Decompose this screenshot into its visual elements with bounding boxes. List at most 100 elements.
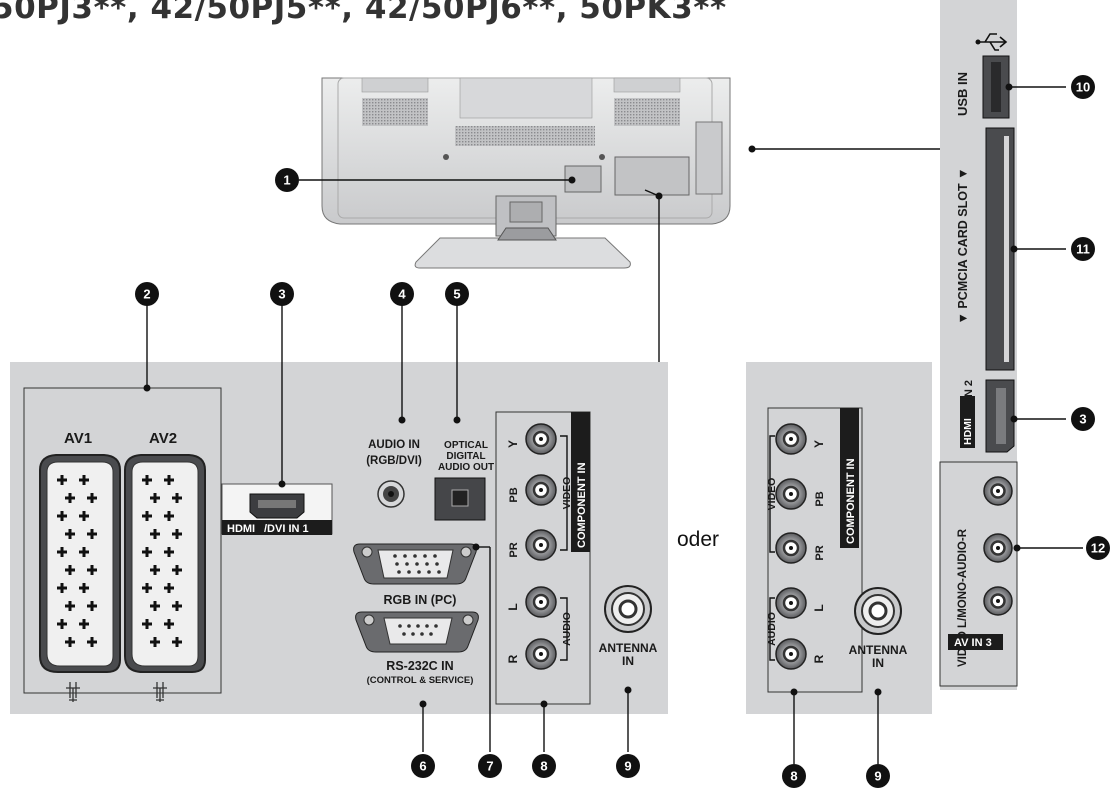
av-in3-video-jack[interactable] xyxy=(983,586,1013,616)
audio-in-label: AUDIO IN xyxy=(368,439,420,451)
scart-pin xyxy=(65,637,75,647)
hdmi-1-port[interactable] xyxy=(249,493,305,519)
callout-badge xyxy=(782,764,806,788)
alt-y-jack[interactable] xyxy=(775,423,807,455)
alt-audio-r-jack[interactable] xyxy=(775,638,807,670)
callout-badge xyxy=(270,282,294,306)
alt-audio-l-jack[interactable] xyxy=(775,587,807,619)
callout-number: 6 xyxy=(419,759,426,774)
hdmi-logo: HDMI xyxy=(227,523,255,535)
pcmcia-label: ▼ PCMCIA CARD SLOT ▼ xyxy=(956,168,970,325)
callout-badge xyxy=(1071,75,1095,99)
component-audio-r-jack[interactable] xyxy=(525,638,557,670)
callout-number: 7 xyxy=(486,759,493,774)
av-in3-jacks[interactable] xyxy=(983,476,1013,616)
rs232c-in-port[interactable] xyxy=(355,611,479,653)
usb-in-port[interactable] xyxy=(982,55,1010,119)
dsub-pin xyxy=(425,624,429,628)
alt-component-in-label: COMPONENT IN xyxy=(845,458,857,544)
dsub-pin xyxy=(417,570,421,574)
av1-label: AV1 xyxy=(64,430,92,447)
callout-badge xyxy=(135,282,159,306)
rs232c-pins xyxy=(398,624,438,636)
alt-pr-label: PR xyxy=(814,545,826,560)
alt-y-label: Y xyxy=(812,440,826,448)
scart-pin xyxy=(87,529,97,539)
rgb-in-label: RGB IN (PC) xyxy=(384,593,457,607)
alt-video-label: VIDEO xyxy=(766,478,778,511)
scart-pin xyxy=(79,547,89,557)
dsub-pin xyxy=(407,624,411,628)
rgb-in-pc-port[interactable] xyxy=(353,543,477,585)
scart-av1-pins xyxy=(57,475,97,647)
dsub-pin xyxy=(411,632,415,636)
audio-bracket-label: AUDIO xyxy=(561,612,573,646)
pcmcia-card-slot[interactable] xyxy=(985,127,1015,371)
antenna-in-port[interactable] xyxy=(604,585,652,633)
callout-badge xyxy=(390,282,414,306)
component-pb-label: PB xyxy=(508,487,520,502)
alt-pr-jack[interactable] xyxy=(775,532,807,564)
scart-pin xyxy=(57,583,67,593)
callout-number: 5 xyxy=(453,287,460,302)
dsub-pin xyxy=(434,624,438,628)
callout-number: 3 xyxy=(1079,412,1086,427)
scart-pin xyxy=(142,475,152,485)
component-pr-jack[interactable] xyxy=(525,529,557,561)
ground-icon xyxy=(66,682,167,702)
component-pb-jack[interactable] xyxy=(525,474,557,506)
dsub-pin xyxy=(415,562,419,566)
callout-badge xyxy=(1086,536,1110,560)
callout-badge xyxy=(532,754,556,778)
antenna-label: ANTENNA xyxy=(599,641,658,655)
component-jacks[interactable] xyxy=(525,423,557,670)
dsub-pin xyxy=(427,570,431,574)
audio-in-sub-label: (RGB/DVI) xyxy=(366,455,422,467)
alt-antenna-in-port[interactable] xyxy=(854,587,902,635)
scart-pin xyxy=(150,601,160,611)
dsub-pin xyxy=(393,554,397,558)
scart-pin xyxy=(142,511,152,521)
dsub-pin xyxy=(395,562,399,566)
optical-label-1: OPTICAL xyxy=(444,440,488,451)
scart-pin xyxy=(57,511,67,521)
alt-jacks[interactable] xyxy=(775,423,807,670)
scart-av2-port[interactable] xyxy=(124,454,206,673)
alt-r-label: R xyxy=(812,654,826,663)
scart-pin xyxy=(172,493,182,503)
scart-pin xyxy=(164,583,174,593)
callout-number: 4 xyxy=(398,287,406,302)
scart-av1-port[interactable] xyxy=(39,454,121,673)
callout-badge xyxy=(866,764,890,788)
optical-label-2: DIGITAL xyxy=(446,451,485,462)
component-in-bar xyxy=(571,412,590,552)
av-in3-audio-r-jack[interactable] xyxy=(983,476,1013,506)
callout-number: 3 xyxy=(278,287,285,302)
rgb-in-pins xyxy=(393,554,441,574)
scart-pin xyxy=(172,601,182,611)
hdmi-2-port[interactable] xyxy=(985,379,1015,453)
callout-badge xyxy=(478,754,502,778)
callout-number: 8 xyxy=(540,759,547,774)
audio-r-label: R xyxy=(506,654,520,663)
scart-pin xyxy=(150,637,160,647)
av-in3-audio-l-jack[interactable] xyxy=(983,533,1013,563)
dsub-pin xyxy=(403,554,407,558)
usb-in-label: USB IN xyxy=(955,72,970,116)
callout-badge xyxy=(616,754,640,778)
optical-audio-out-port[interactable] xyxy=(434,477,486,521)
callout-number: 8 xyxy=(790,769,797,784)
callout-badge xyxy=(275,168,299,192)
scart-pin xyxy=(65,601,75,611)
component-y-jack[interactable] xyxy=(525,423,557,455)
audio-in-jack[interactable] xyxy=(377,480,405,508)
scart-pin xyxy=(150,565,160,575)
alt-pb-jack[interactable] xyxy=(775,478,807,510)
dsub-pin xyxy=(435,562,439,566)
scart-pin xyxy=(79,511,89,521)
component-audio-l-jack[interactable] xyxy=(525,586,557,618)
scart-pin xyxy=(87,565,97,575)
scart-pin xyxy=(87,601,97,611)
